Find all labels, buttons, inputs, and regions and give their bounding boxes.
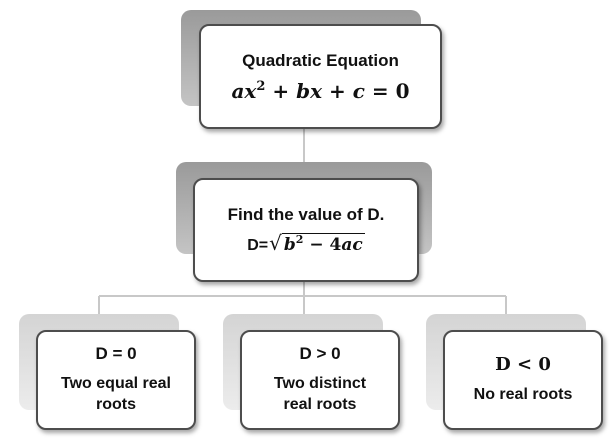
discriminant-formula: D=√b2 − 4ac: [247, 231, 365, 256]
case-equal-condition: D = 0: [95, 344, 137, 363]
root-node: Quadratic Equation ax2 + bx + c = 0: [199, 24, 442, 129]
middle-node: Find the value of D. D=√b2 − 4ac: [193, 178, 419, 282]
middle-title: Find the value of D.: [227, 205, 385, 225]
case-equal-line1: Two equal real: [61, 375, 171, 393]
case-distinct-node: D > 0 Two distinct real roots: [240, 330, 400, 430]
case-distinct-line1: Two distinct: [273, 375, 367, 393]
case-none-condition: D < 0: [495, 353, 551, 375]
case-equal-line2: roots: [96, 396, 136, 414]
case-equal-node: D = 0 Two equal real roots: [36, 330, 196, 430]
case-distinct-line2: real roots: [283, 396, 357, 414]
case-none-node: D < 0 No real roots: [443, 330, 603, 430]
case-none-line1: No real roots: [473, 386, 573, 404]
root-title: Quadratic Equation: [242, 50, 399, 70]
case-distinct-condition: D > 0: [299, 344, 341, 363]
quadratic-formula: ax2 + bx + c = 0: [231, 79, 410, 104]
